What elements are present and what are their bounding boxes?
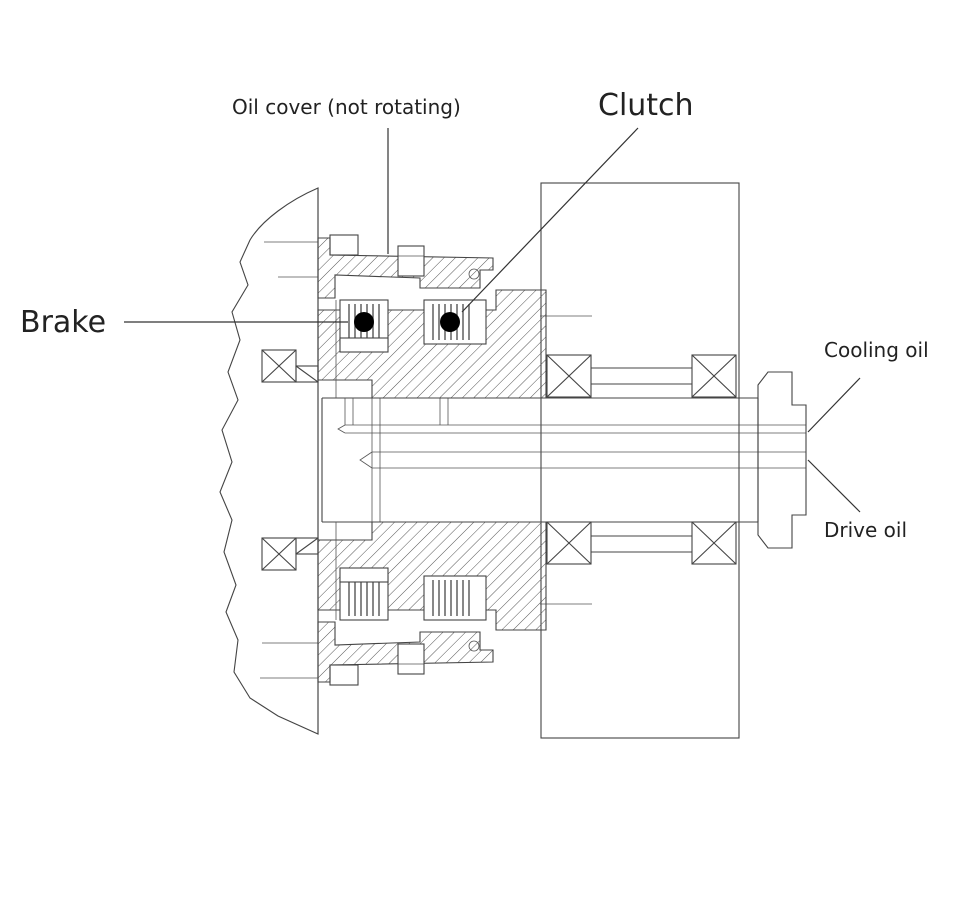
brake-plates-bottom: [339, 567, 389, 621]
oil-cover-bottom: [317, 621, 494, 686]
clutch-label: Clutch: [598, 88, 694, 123]
drive-oil-leader: [807, 459, 861, 513]
housing-bearing-top: [261, 349, 319, 383]
oil-cover-top: [317, 234, 494, 299]
housing-bearing-bottom: [261, 537, 319, 571]
cooling-oil-label: Cooling oil: [824, 338, 929, 362]
rotary-union: [757, 371, 807, 549]
clutch-leader: [461, 127, 639, 313]
brake-label: Brake: [20, 305, 107, 340]
brake-marker-dot: [354, 312, 374, 332]
drive-oil-label: Drive oil: [824, 518, 908, 542]
clutch-plates-bottom: [423, 575, 487, 621]
oil-cover-label: Oil cover (not rotating): [232, 95, 461, 119]
pulley-body: [540, 182, 740, 739]
clutch-marker-dot: [440, 312, 460, 332]
cooling-oil-leader: [807, 377, 861, 433]
drive-shaft: [321, 397, 806, 523]
pulley-bearings: [546, 354, 737, 565]
housing-wall: [219, 187, 319, 735]
